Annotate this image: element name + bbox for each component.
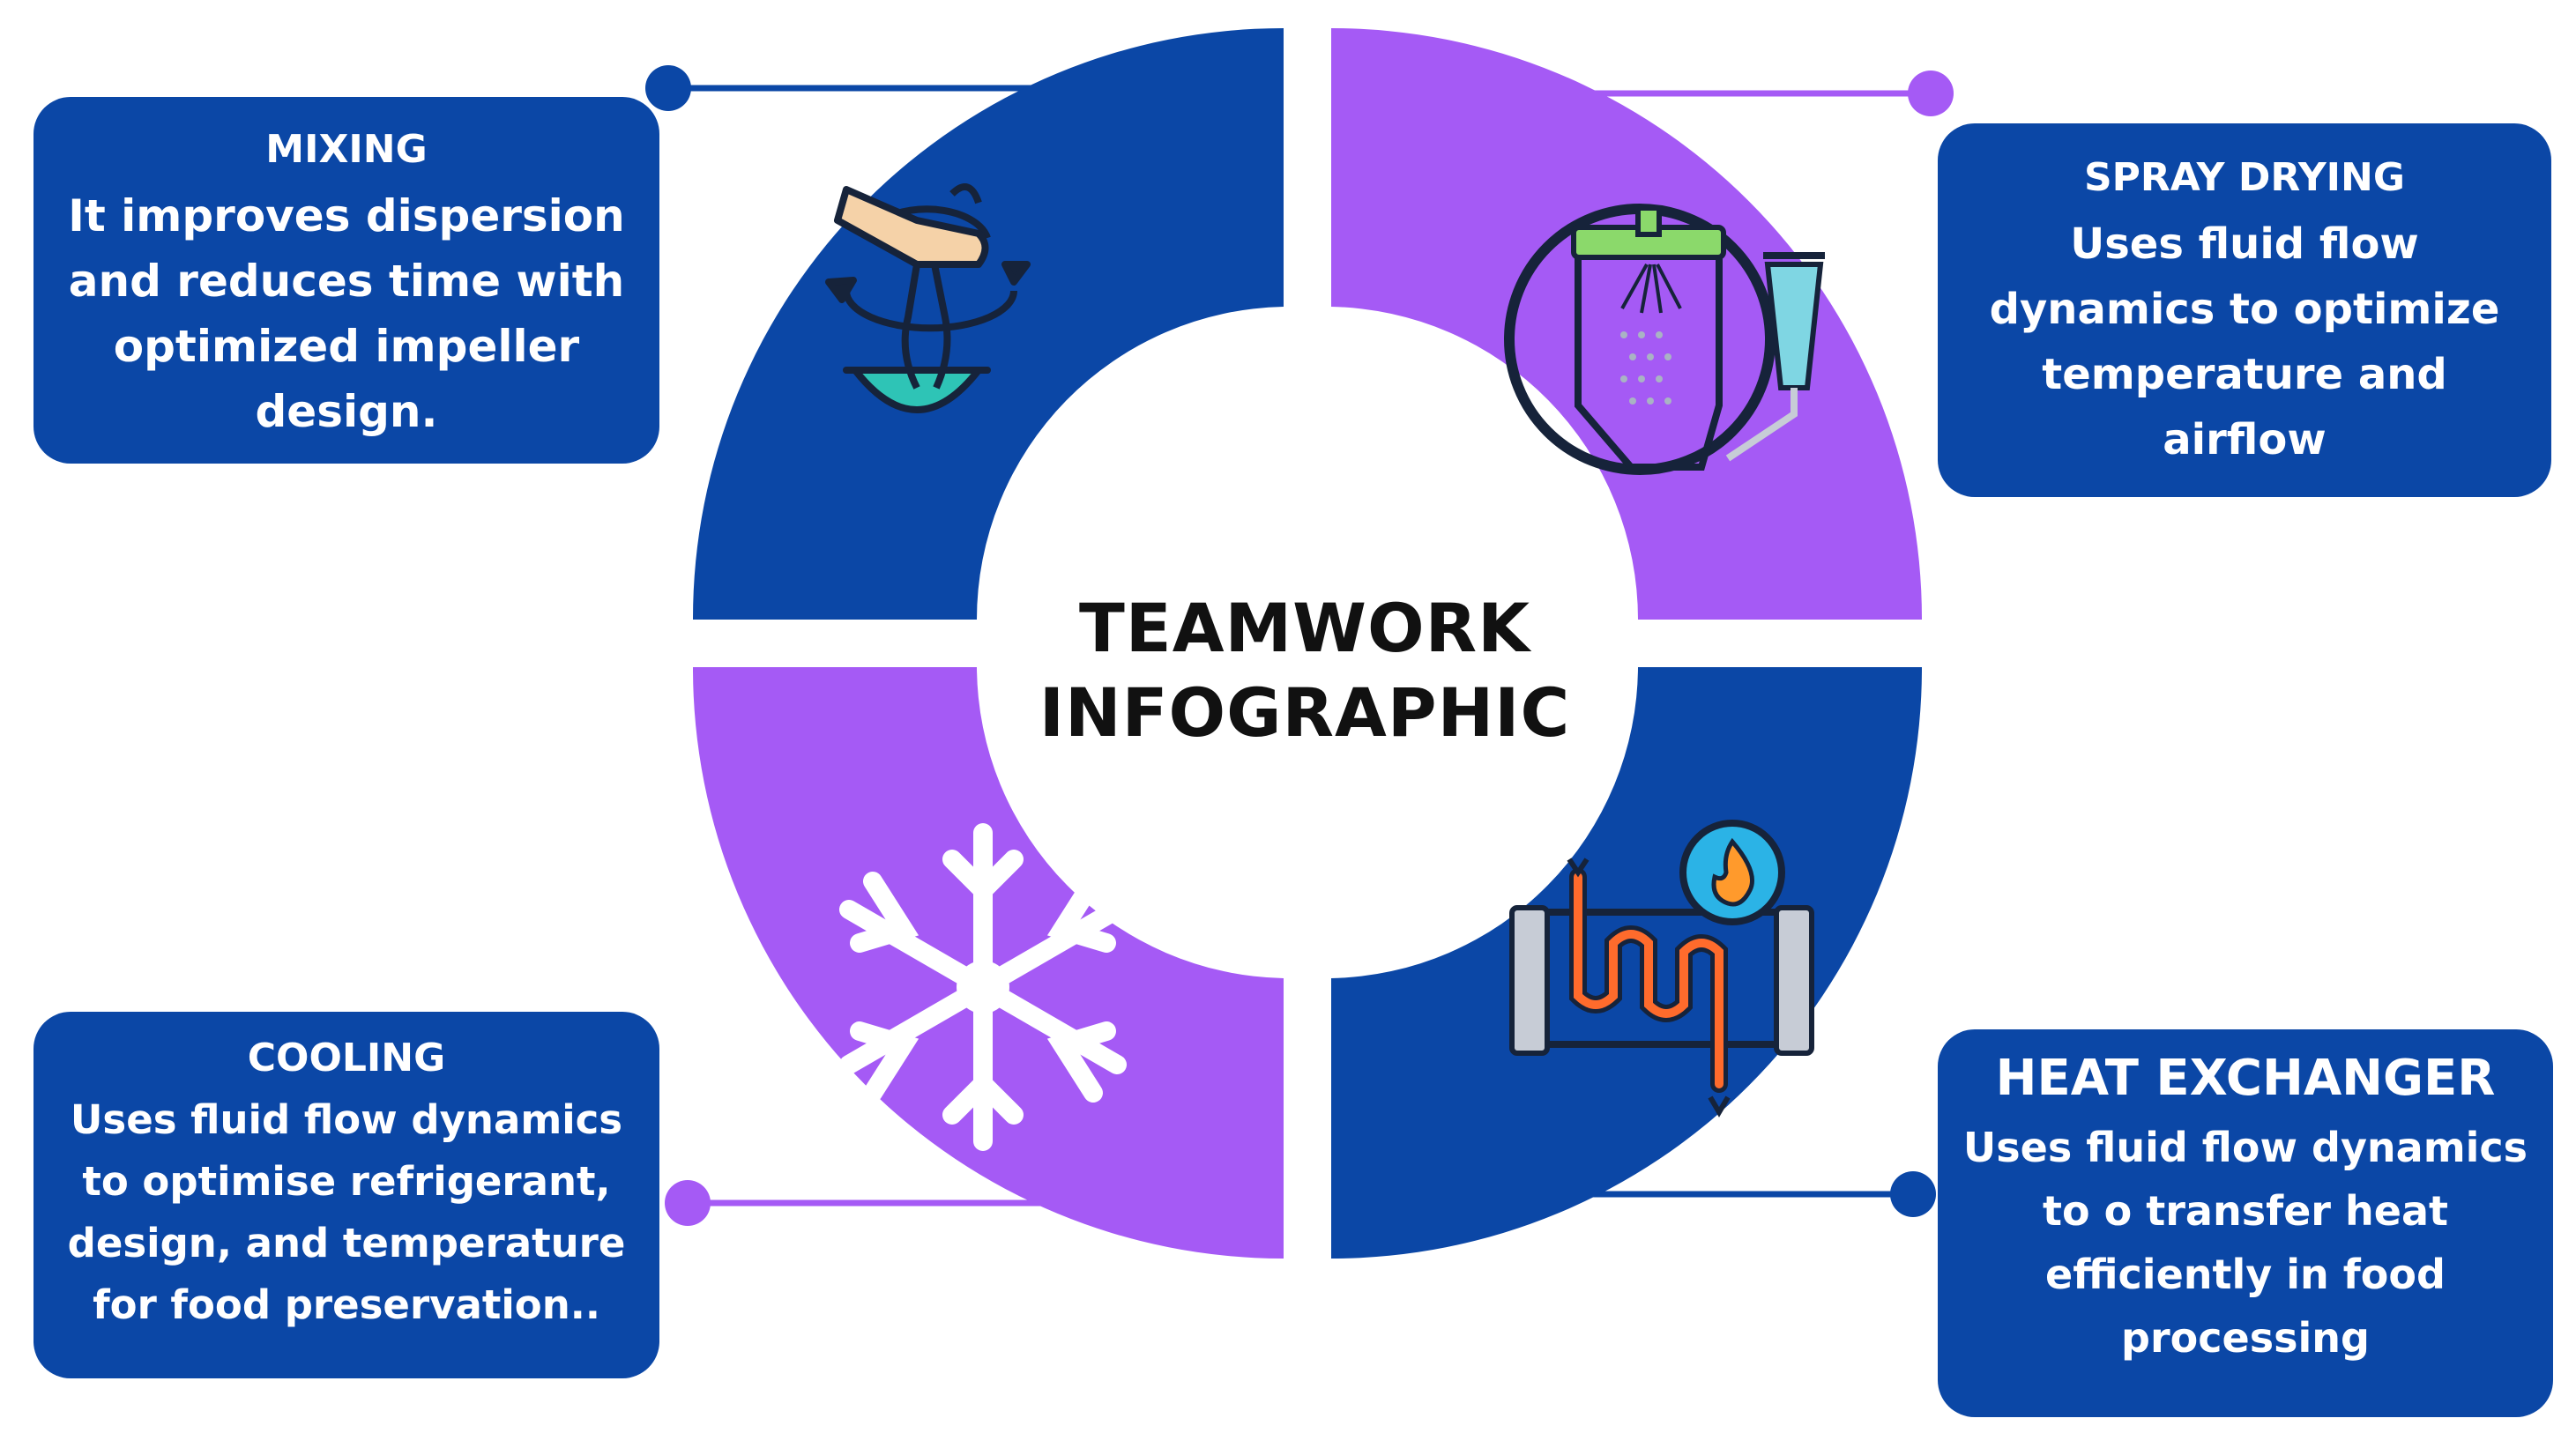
connector-heat-exchanger [1552, 1171, 1936, 1217]
spray-drying-title: SPRAY DRYING [2083, 155, 2405, 200]
spray-drying-description: Uses fluid flow dynamics to optimize tem… [1989, 219, 2500, 464]
heat-exchanger-description: Uses fluid flow dynamics to o transfer h… [1962, 1124, 2528, 1362]
ring-segment-mixing [692, 28, 1284, 620]
mixing-description: It improves dispersion and reduces time … [68, 190, 625, 437]
connector-cooling [665, 1180, 1084, 1226]
ring-segment-spray-drying [1331, 28, 1923, 620]
info-box-spray-drying: SPRAY DRYING Uses fluid flow dynamics to… [1938, 123, 2551, 497]
center-title: TEAMWORK INFOGRAPHIC [987, 586, 1622, 755]
center-title-line-2: INFOGRAPHIC [1039, 673, 1571, 752]
center-title-line-1: TEAMWORK [1078, 589, 1531, 667]
cooling-title: COOLING [247, 1036, 446, 1080]
snowflake-icon [839, 823, 1127, 1151]
cooling-description: Uses fluid flow dynamics to optimise ref… [67, 1096, 626, 1328]
mixing-bowl-icon [825, 183, 1031, 413]
heat-exchanger-title: HEAT EXCHANGER [1995, 1050, 2496, 1107]
connector-mixing [645, 65, 1040, 111]
heat-exchanger-icon [1509, 820, 1814, 1118]
spray-dryer-icon [1504, 204, 1825, 475]
info-box-cooling: COOLING Uses fluid flow dynamics to opti… [34, 1012, 659, 1378]
info-box-mixing: MIXING It improves dispersion and reduce… [34, 97, 659, 464]
mixing-title: MIXING [265, 127, 428, 172]
connector-spray-drying [1552, 71, 1954, 116]
info-box-heat-exchanger: HEAT EXCHANGER Uses fluid flow dynamics … [1938, 1029, 2553, 1417]
